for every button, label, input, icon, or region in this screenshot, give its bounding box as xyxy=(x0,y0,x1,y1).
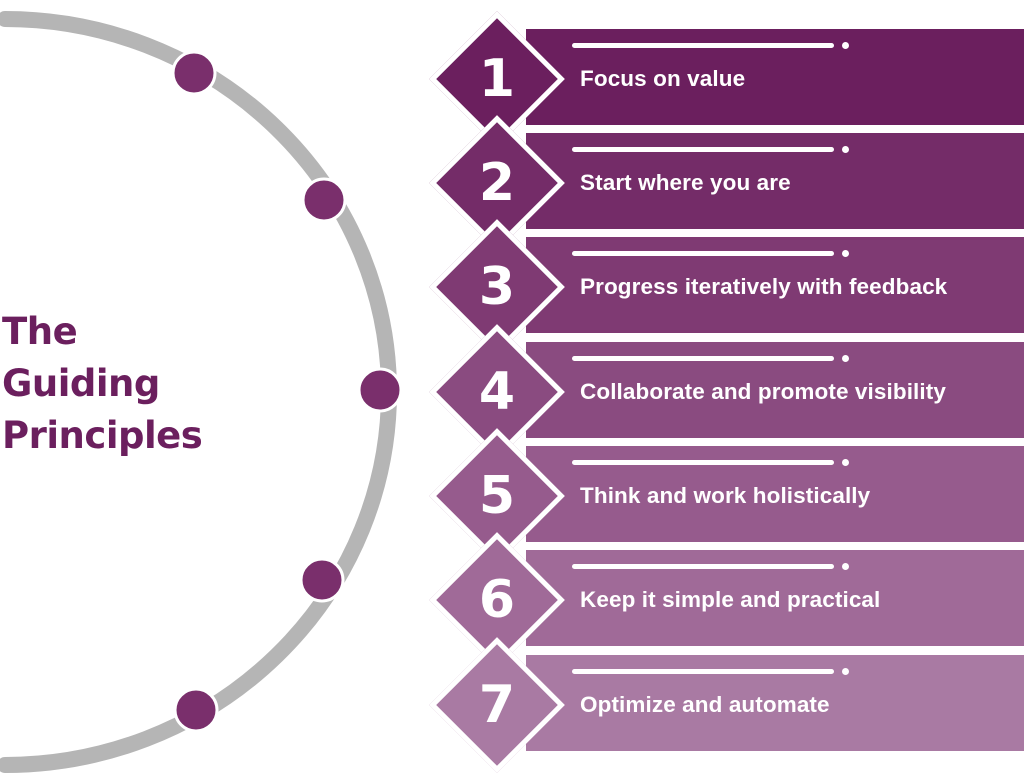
principle-row-1: Focus on value 1 xyxy=(0,11,1024,147)
principle-number: 6 xyxy=(478,570,516,630)
number-diamond: 3 xyxy=(425,215,569,359)
principle-number: 2 xyxy=(478,153,516,213)
band-decor-dot xyxy=(842,563,849,570)
number-diamond: 6 xyxy=(425,528,569,672)
title-line: Principles xyxy=(2,414,203,457)
band-decor-line xyxy=(572,460,834,465)
band-decor-dot xyxy=(842,250,849,257)
band-decor-line xyxy=(572,251,834,256)
principle-number: 7 xyxy=(478,675,516,735)
principle-label: Progress iteratively with feedback xyxy=(580,274,948,299)
title-line: Guiding xyxy=(2,362,160,405)
arc-node xyxy=(357,367,403,413)
arc-node xyxy=(299,557,345,603)
band-decor-dot xyxy=(842,146,849,153)
principle-row-7: Optimize and automate 7 xyxy=(0,637,1024,773)
diagram-title: The Guiding Principles xyxy=(2,306,203,462)
band-decor-dot xyxy=(842,459,849,466)
principle-row-3: Progress iteratively with feedback 3 xyxy=(0,219,1024,355)
principle-label: Start where you are xyxy=(580,170,791,195)
number-diamond: 5 xyxy=(425,424,569,568)
principle-number: 3 xyxy=(478,257,516,317)
band-decor-dot xyxy=(842,355,849,362)
band-decor-line xyxy=(572,43,834,48)
number-diamond: 1 xyxy=(425,7,569,151)
principle-number: 4 xyxy=(478,362,516,422)
band-decor-line xyxy=(572,669,834,674)
principle-label: Keep it simple and practical xyxy=(580,587,881,612)
number-diamond: 4 xyxy=(425,320,569,464)
number-diamond: 7 xyxy=(425,633,569,777)
principle-label: Collaborate and promote visibility xyxy=(580,379,946,404)
arc-node xyxy=(301,177,347,223)
principle-row-6: Keep it simple and practical 6 xyxy=(0,532,1024,668)
principle-row-4: Collaborate and promote visibility 4 xyxy=(0,324,1024,460)
band-decor-dot xyxy=(842,668,849,675)
principle-number: 5 xyxy=(478,466,516,526)
number-diamond: 2 xyxy=(425,111,569,255)
band-decor-line xyxy=(572,147,834,152)
title-line: The xyxy=(2,310,78,353)
principle-row-2: Start where you are 2 xyxy=(0,115,1024,251)
band-decor-line xyxy=(572,564,834,569)
principle-number: 1 xyxy=(478,49,516,109)
arc-node xyxy=(173,687,219,733)
principle-label: Think and work holistically xyxy=(580,483,871,508)
principle-row-5: Think and work holistically 5 xyxy=(0,428,1024,564)
band-decor-line xyxy=(572,356,834,361)
principle-label: Focus on value xyxy=(580,66,746,91)
arc-node xyxy=(171,50,217,96)
principle-label: Optimize and automate xyxy=(580,692,830,717)
band-decor-dot xyxy=(842,42,849,49)
